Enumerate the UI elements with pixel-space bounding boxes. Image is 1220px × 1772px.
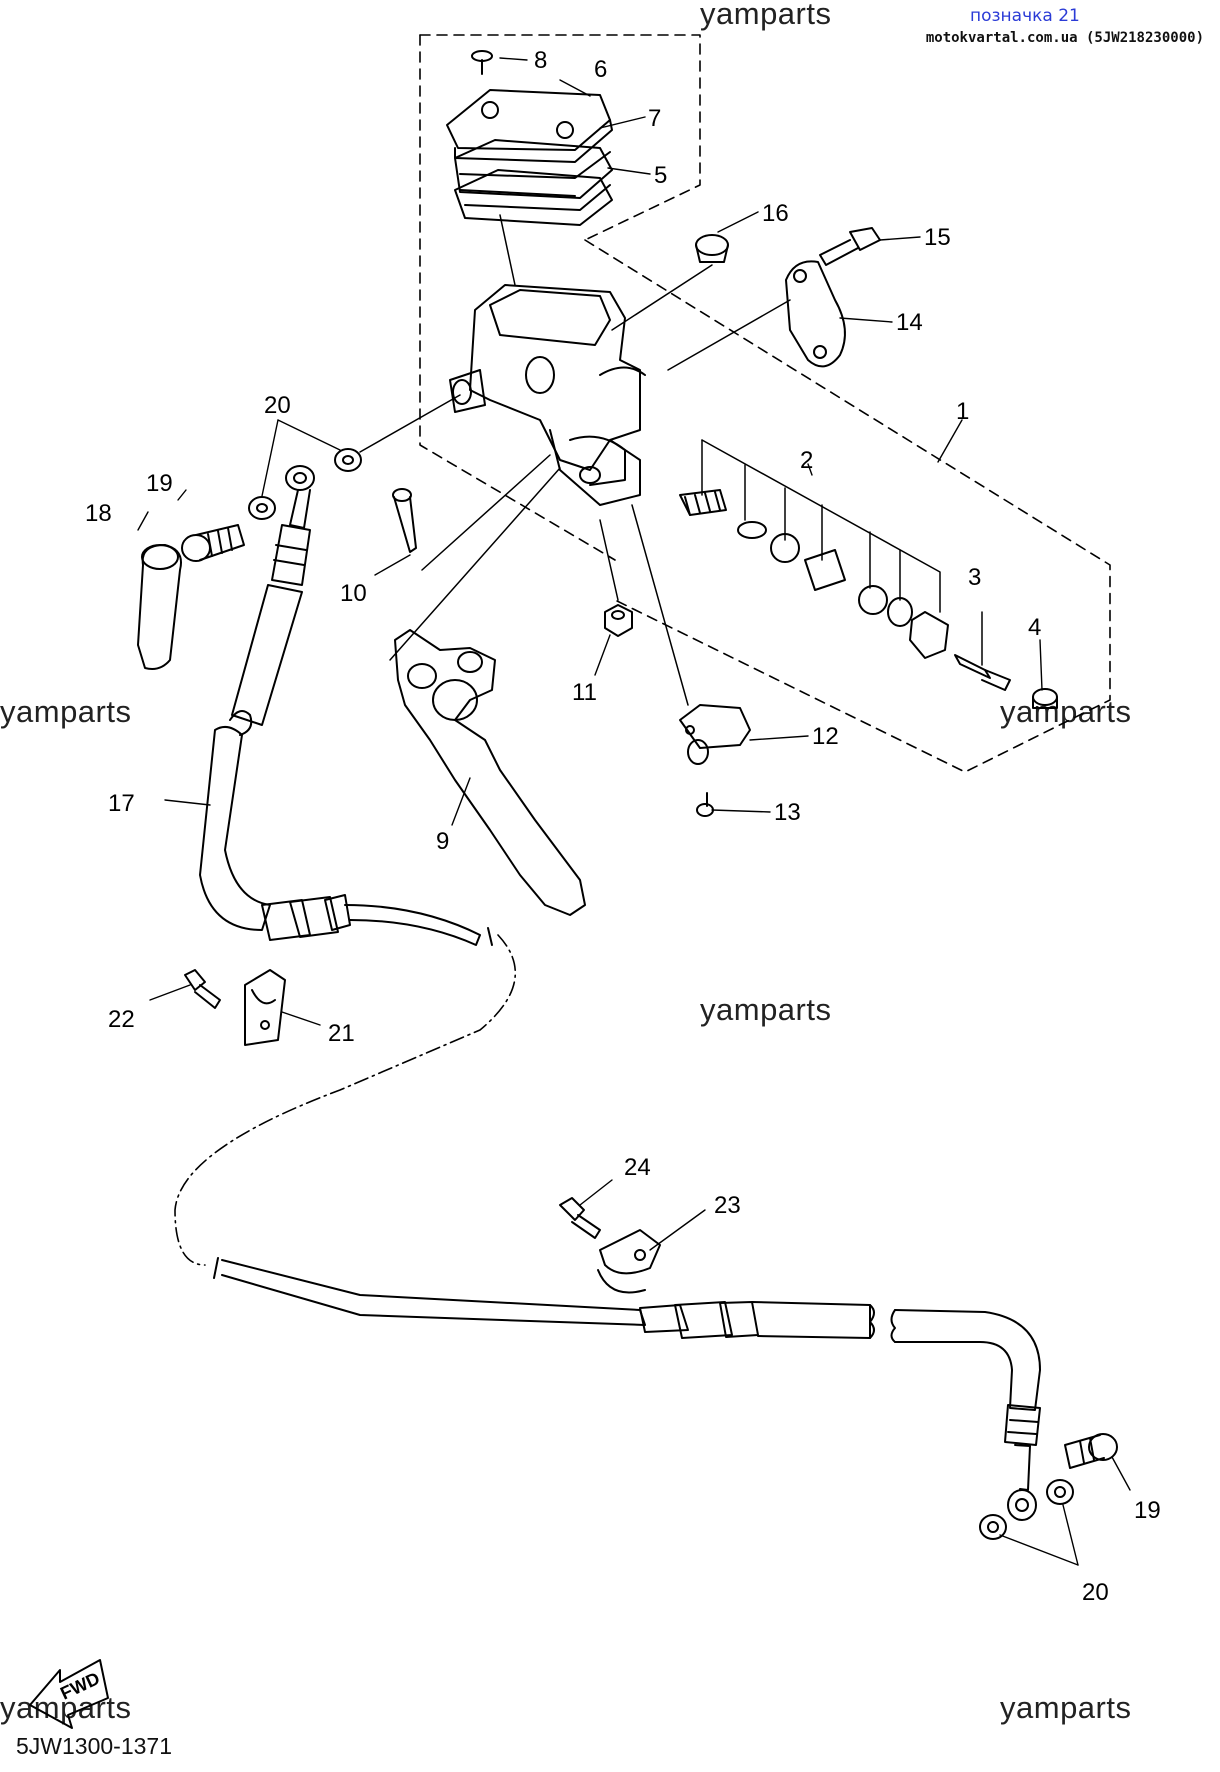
fwd-arrow-icon — [29, 1659, 109, 1729]
reservoir-cap — [446, 89, 613, 163]
hose-clamp — [597, 1229, 661, 1294]
callout-21: 21 — [328, 1020, 355, 1047]
callout-20-lower: 20 — [1082, 1579, 1109, 1606]
diaphragm-holder — [454, 169, 613, 226]
hose — [213, 1257, 1041, 1521]
callout-13: 13 — [774, 799, 801, 826]
cap — [1032, 688, 1058, 709]
union-bolt — [1064, 1433, 1118, 1469]
callout-8: 8 — [534, 47, 547, 74]
screw — [696, 792, 714, 817]
rubber-boot — [137, 544, 182, 670]
callout-15: 15 — [924, 224, 951, 251]
callout-2: 2 — [800, 447, 813, 474]
holder — [785, 260, 846, 368]
callout-23: 23 — [714, 1192, 741, 1219]
callout-3: 3 — [968, 564, 981, 591]
plug — [695, 234, 729, 263]
copper-washer — [979, 1514, 1007, 1540]
callout-17: 17 — [108, 790, 135, 817]
callout-labels: 1 2 3 4 5 6 7 8 9 10 11 12 13 14 15 16 1… — [85, 47, 1161, 1606]
callout-24: 24 — [624, 1154, 651, 1181]
watermark: yamparts — [0, 1690, 132, 1725]
copper-washer — [1046, 1479, 1074, 1505]
copper-washer — [248, 496, 276, 520]
hose-clamp — [244, 969, 286, 1046]
copper-washer — [334, 448, 362, 472]
callout-16: 16 — [762, 200, 789, 227]
bolt — [559, 1197, 601, 1239]
switch — [679, 704, 751, 765]
callout-6: 6 — [594, 56, 607, 83]
piston-kit — [679, 489, 949, 659]
callout-10: 10 — [340, 580, 367, 607]
hose — [199, 465, 493, 946]
source-caption: motokvartal.com.ua (5JW218230000) — [925, 30, 1204, 46]
push-rod — [954, 654, 1011, 691]
assembly-outline — [419, 34, 1111, 773]
callout-12: 12 — [812, 723, 839, 750]
callout-14: 14 — [896, 309, 923, 336]
piston-kit-bracket — [701, 439, 941, 613]
nut — [604, 604, 633, 637]
bolt — [392, 488, 417, 553]
callout-20: 20 — [264, 392, 291, 419]
screw — [471, 50, 493, 75]
master-cylinder-body — [449, 284, 646, 506]
callout-7: 7 — [648, 105, 661, 132]
callout-18: 18 — [85, 500, 112, 527]
hose-routing — [174, 934, 517, 1266]
bolt — [184, 969, 221, 1009]
watermark: yamparts — [700, 0, 832, 31]
union-bolt — [181, 524, 245, 562]
callout-4: 4 — [1028, 614, 1041, 641]
page-title: позначка 21 — [970, 6, 1080, 26]
callout-19: 19 — [146, 470, 173, 497]
diagram-code: 5JW1300-1371 — [16, 1733, 172, 1759]
fwd-label: FWD — [57, 1668, 103, 1703]
callout-22: 22 — [108, 1006, 135, 1033]
callout-1: 1 — [956, 398, 969, 425]
lever — [394, 629, 586, 916]
callout-9: 9 — [436, 828, 449, 855]
bolt — [819, 227, 881, 266]
watermark: yamparts — [700, 992, 832, 1027]
watermark: yamparts — [0, 694, 132, 729]
callout-5: 5 — [654, 162, 667, 189]
watermark: yamparts — [1000, 1690, 1132, 1725]
leader-lines — [137, 57, 1131, 1566]
callout-11: 11 — [572, 679, 597, 706]
callout-19-lower: 19 — [1134, 1497, 1161, 1524]
diaphragm — [454, 139, 613, 199]
